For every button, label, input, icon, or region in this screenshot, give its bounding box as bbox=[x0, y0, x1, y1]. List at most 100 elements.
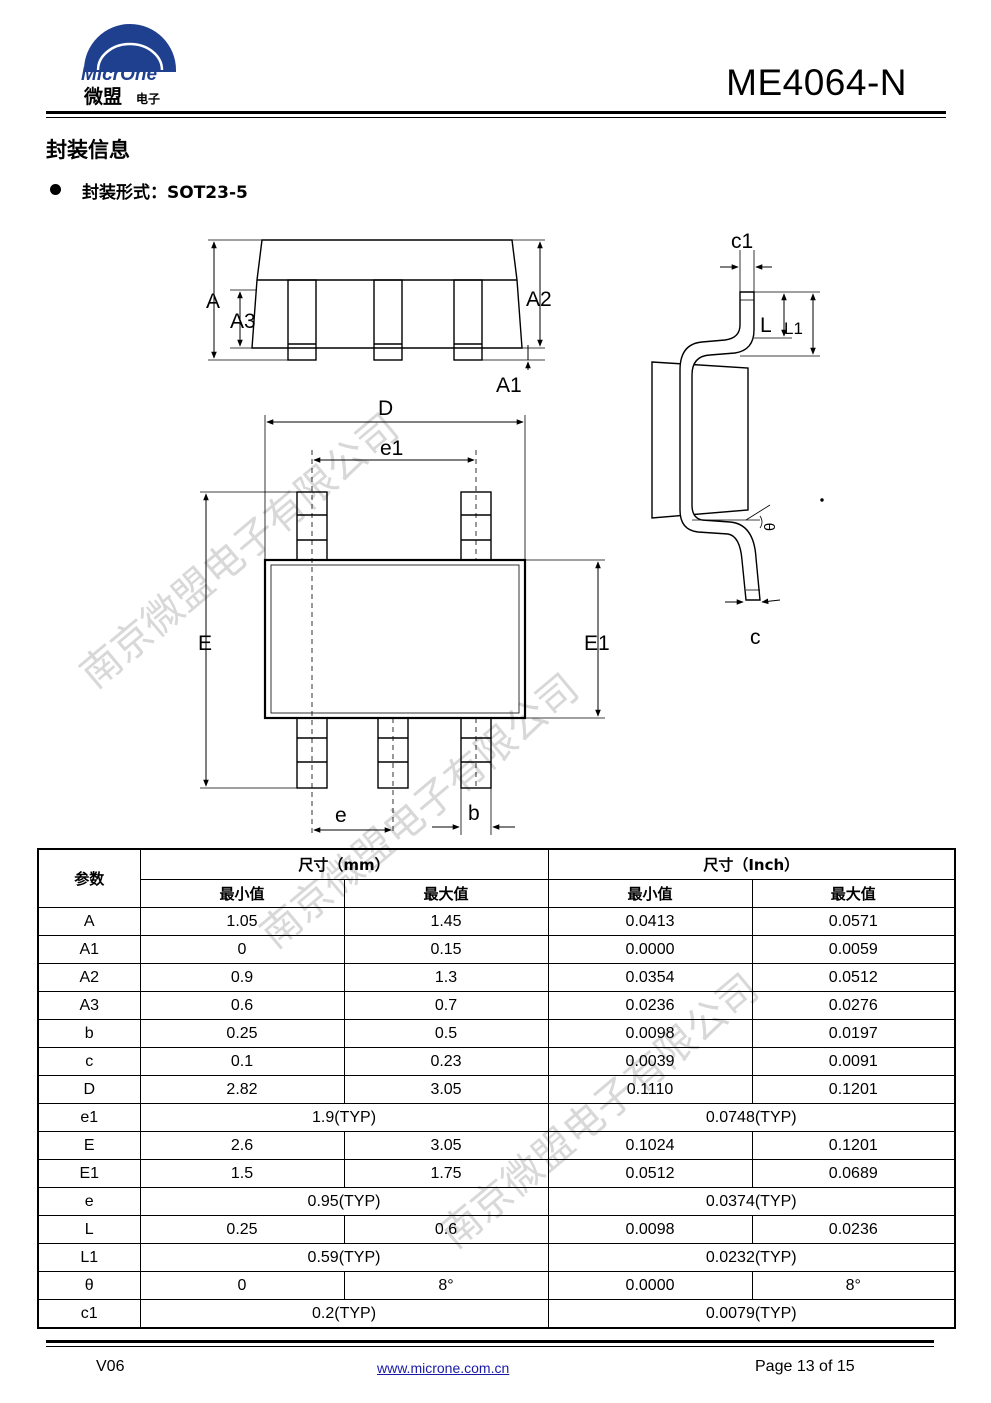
cell-mm-typ: 0.59(TYP) bbox=[139, 1243, 549, 1272]
logo-cn: 微盟 bbox=[83, 85, 122, 108]
end-view bbox=[651, 250, 824, 605]
microne-logo: MicrOne 微盟 电子 bbox=[81, 24, 176, 108]
header-in-min: 最小值 bbox=[547, 879, 753, 908]
cell-in-typ: 0.0079(TYP) bbox=[547, 1299, 956, 1329]
label-b: b bbox=[468, 802, 480, 825]
cell-in-typ: 0.0748(TYP) bbox=[547, 1103, 956, 1132]
cell-mm-max: 1.45 bbox=[343, 907, 549, 936]
cell-mm-max: 0.23 bbox=[343, 1047, 549, 1076]
bullet-icon bbox=[50, 184, 61, 195]
cell-param: c1 bbox=[37, 1299, 141, 1329]
cell-param: L bbox=[37, 1215, 141, 1244]
label-c: c bbox=[750, 626, 761, 649]
cell-in-max: 8° bbox=[751, 1271, 956, 1300]
cell-mm-min: 0.25 bbox=[139, 1019, 345, 1048]
cell-param: A2 bbox=[37, 963, 141, 992]
label-E1: E1 bbox=[584, 632, 610, 655]
cell-in-max: 0.0059 bbox=[751, 935, 956, 964]
part-number: ME4064-N bbox=[726, 62, 907, 103]
cell-mm-min: 2.6 bbox=[139, 1131, 345, 1160]
cell-mm-max: 1.3 bbox=[343, 963, 549, 992]
cell-mm-max: 0.7 bbox=[343, 991, 549, 1020]
header-mm: 尺寸（mm） bbox=[139, 848, 549, 880]
cell-mm-min: 0 bbox=[139, 935, 345, 964]
cell-mm-max: 0.5 bbox=[343, 1019, 549, 1048]
header-in-max: 最大值 bbox=[751, 879, 956, 908]
label-A1: A1 bbox=[496, 374, 522, 397]
cell-mm-max: 3.05 bbox=[343, 1131, 549, 1160]
cell-param: c bbox=[37, 1047, 141, 1076]
cell-in-min: 0.0413 bbox=[547, 907, 753, 936]
cell-mm-min: 2.82 bbox=[139, 1075, 345, 1104]
cell-in-max: 0.0571 bbox=[751, 907, 956, 936]
label-A2: A2 bbox=[526, 288, 552, 311]
header-mm-min: 最小值 bbox=[139, 879, 345, 908]
cell-in-min: 0.0000 bbox=[547, 1271, 753, 1300]
cell-in-max: 0.1201 bbox=[751, 1131, 956, 1160]
header-param: 参数 bbox=[37, 848, 141, 908]
side-view bbox=[208, 239, 545, 370]
top-view bbox=[200, 415, 605, 835]
cell-in-max: 0.0091 bbox=[751, 1047, 956, 1076]
cell-in-max: 0.1201 bbox=[751, 1075, 956, 1104]
cell-mm-min: 1.05 bbox=[139, 907, 345, 936]
package-drawing: A A3 A2 A1 D e1 E E1 e b c1 L L1 θ c bbox=[198, 230, 824, 835]
cell-in-min: 0.0098 bbox=[547, 1019, 753, 1048]
header-rule-thick bbox=[46, 111, 946, 114]
cell-mm-min: 0.9 bbox=[139, 963, 345, 992]
cell-in-min: 0.0000 bbox=[547, 935, 753, 964]
label-e1: e1 bbox=[380, 437, 403, 460]
cell-in-min: 0.1024 bbox=[547, 1131, 753, 1160]
label-L1: L1 bbox=[784, 319, 803, 338]
cell-mm-typ: 0.2(TYP) bbox=[139, 1299, 549, 1329]
cell-mm-min: 0.1 bbox=[139, 1047, 345, 1076]
cell-in-max: 0.0197 bbox=[751, 1019, 956, 1048]
header-inch: 尺寸（Inch） bbox=[547, 848, 956, 880]
cell-mm-min: 0.25 bbox=[139, 1215, 345, 1244]
logo-latin: MicrOne bbox=[81, 64, 157, 85]
cell-in-min: 0.0236 bbox=[547, 991, 753, 1020]
cell-in-max: 0.0689 bbox=[751, 1159, 956, 1188]
cell-param: e1 bbox=[37, 1103, 141, 1132]
cell-param: D bbox=[37, 1075, 141, 1104]
cell-in-min: 0.0039 bbox=[547, 1047, 753, 1076]
cell-mm-typ: 0.95(TYP) bbox=[139, 1187, 549, 1216]
cell-param: E1 bbox=[37, 1159, 141, 1188]
cell-mm-max: 1.75 bbox=[343, 1159, 549, 1188]
cell-in-min: 0.0098 bbox=[547, 1215, 753, 1244]
footer-url-link[interactable]: www.microne.com.cn bbox=[377, 1360, 510, 1376]
cell-param: A bbox=[37, 907, 141, 936]
cell-param: L1 bbox=[37, 1243, 141, 1272]
cell-mm-min: 0.6 bbox=[139, 991, 345, 1020]
cell-mm-min: 1.5 bbox=[139, 1159, 345, 1188]
cell-in-typ: 0.0374(TYP) bbox=[547, 1187, 956, 1216]
cell-in-min: 0.0354 bbox=[547, 963, 753, 992]
label-c1: c1 bbox=[731, 230, 753, 253]
label-E: E bbox=[198, 632, 212, 655]
cell-mm-typ: 1.9(TYP) bbox=[139, 1103, 549, 1132]
label-A: A bbox=[206, 290, 220, 313]
cell-mm-max: 0.15 bbox=[343, 935, 549, 964]
section-title: 封装信息 bbox=[46, 138, 130, 162]
cell-param: b bbox=[37, 1019, 141, 1048]
cell-mm-max: 8° bbox=[343, 1271, 549, 1300]
cell-in-min: 0.0512 bbox=[547, 1159, 753, 1188]
label-theta: θ bbox=[762, 523, 779, 531]
cell-mm-max: 0.6 bbox=[343, 1215, 549, 1244]
footer-rule-thin bbox=[46, 1346, 934, 1347]
cell-param: E bbox=[37, 1131, 141, 1160]
header-mm-max: 最大值 bbox=[343, 879, 549, 908]
